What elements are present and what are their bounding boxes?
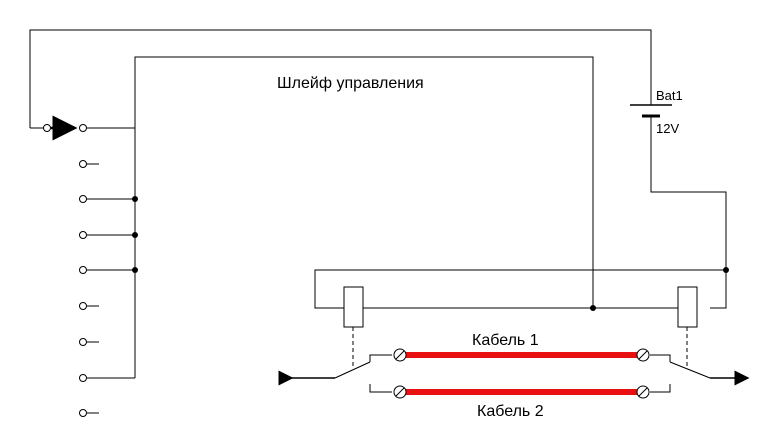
switch-terminal-3 (79, 195, 87, 203)
switch-terminal-5 (79, 266, 87, 274)
cable-2 (393, 385, 650, 399)
junction-dot (132, 232, 138, 238)
switch-terminal-6 (79, 302, 87, 310)
junction-dot (723, 267, 729, 273)
switch-terminal-7 (79, 338, 87, 346)
selector-switch (43, 115, 138, 417)
battery-loop-wire (29, 29, 727, 309)
control-loop-label: Шлейф управления (277, 75, 424, 92)
cable-1-label: Кабель 1 (472, 332, 539, 349)
junction-dot (590, 305, 596, 311)
right-changeover-contact (650, 354, 750, 393)
switch-terminal-8 (79, 374, 87, 382)
relay-loop-wire (314, 267, 729, 311)
cable-1 (393, 348, 650, 362)
cable-2-label: Кабель 2 (477, 403, 544, 420)
switch-terminal-1 (79, 124, 87, 132)
left-changeover-contact (278, 354, 392, 393)
battery-voltage-label: 12V (656, 121, 679, 136)
switch-common-terminal (43, 124, 51, 132)
battery-symbol: Bat1 12V (630, 88, 683, 136)
battery-name-label: Bat1 (656, 88, 683, 103)
junction-dot (132, 267, 138, 273)
relay-1-coil (343, 286, 364, 328)
switch-terminal-2 (79, 160, 87, 168)
junction-dot (132, 196, 138, 202)
switch-terminal-9 (79, 409, 87, 417)
switch-terminal-4 (79, 231, 87, 239)
relay-2-coil (677, 286, 698, 328)
control-loop-wire (87, 56, 594, 378)
